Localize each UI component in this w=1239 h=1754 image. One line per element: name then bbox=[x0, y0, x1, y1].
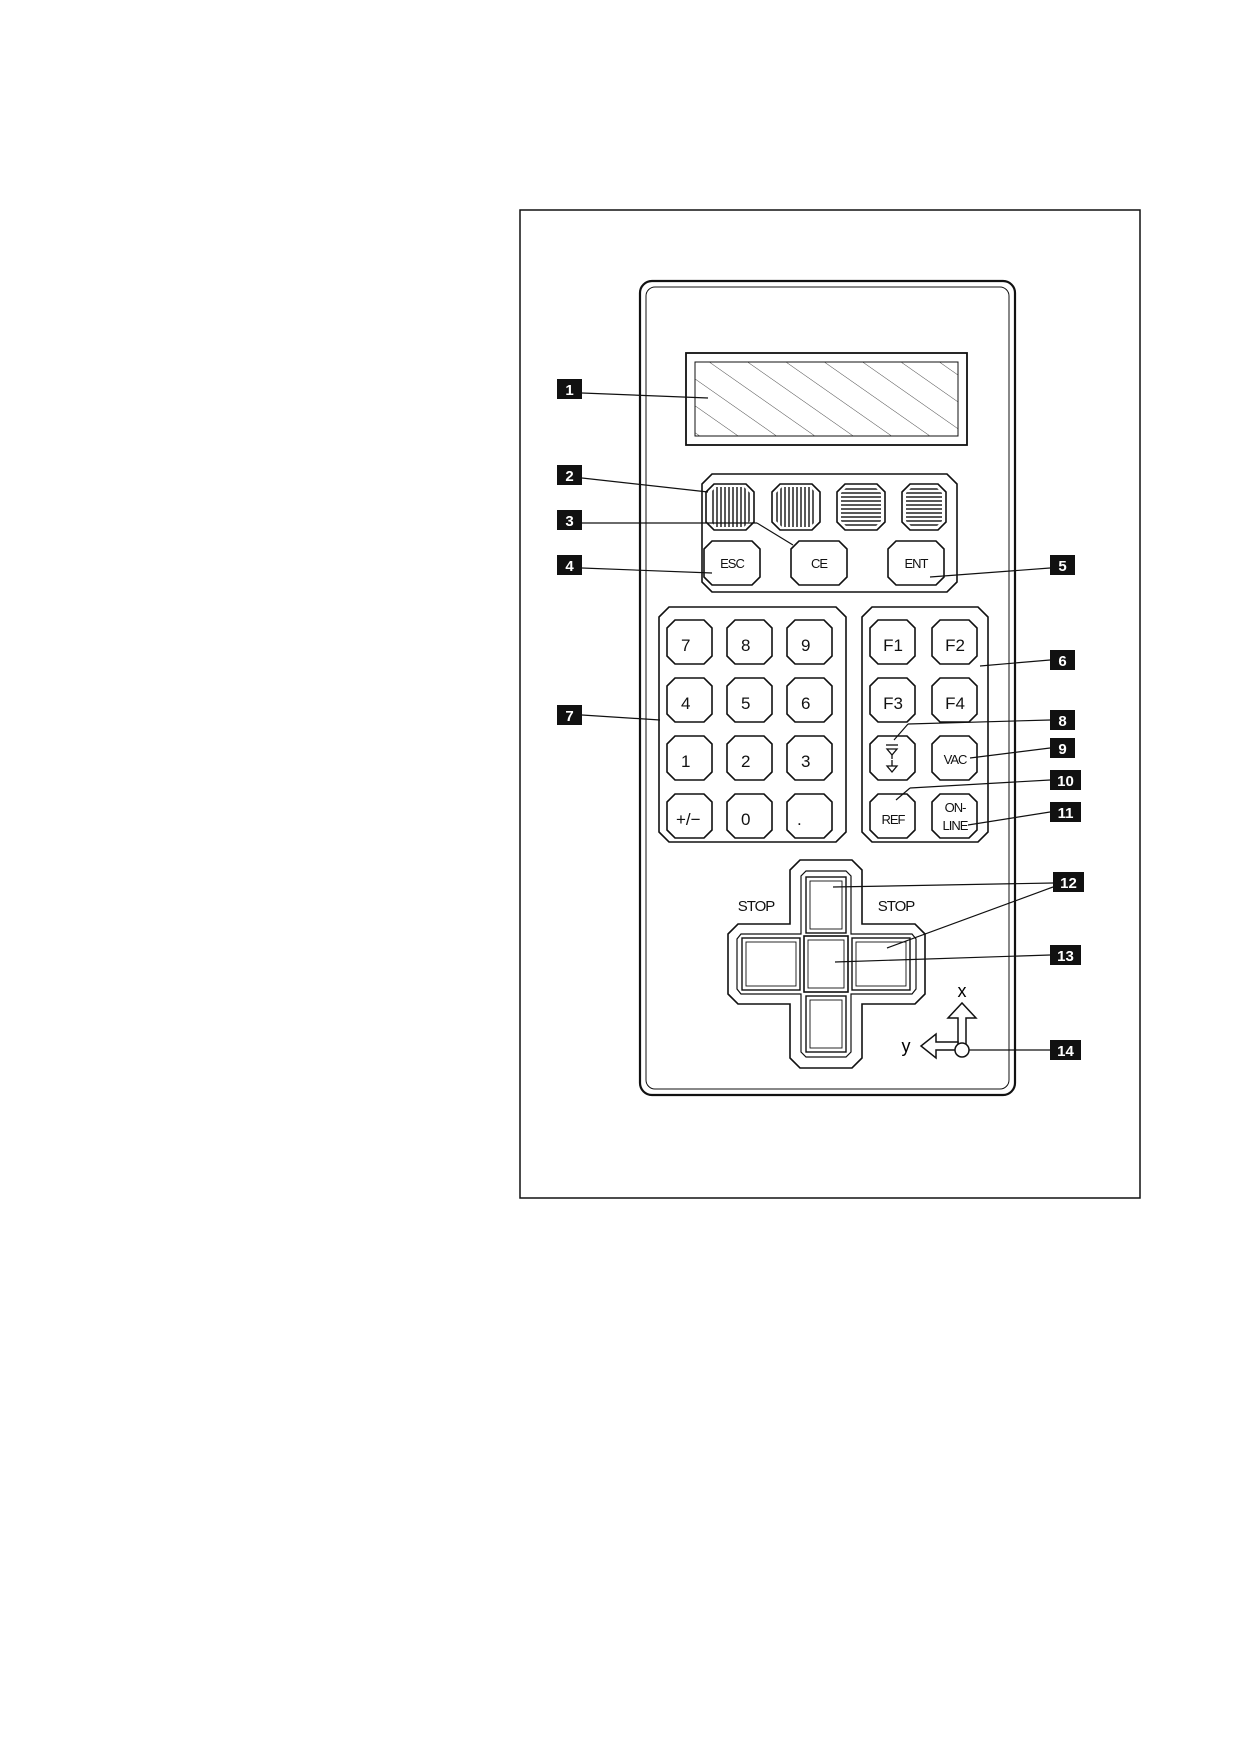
svg-text:ON-: ON- bbox=[945, 800, 967, 815]
svg-text:6: 6 bbox=[1058, 653, 1066, 670]
callout-10: 10 bbox=[1050, 770, 1081, 790]
svg-text:1: 1 bbox=[681, 752, 690, 771]
key-7[interactable]: 7 bbox=[666, 619, 713, 665]
lower-key[interactable] bbox=[869, 735, 916, 781]
svg-text:+/−: +/− bbox=[676, 810, 701, 829]
svg-text:4: 4 bbox=[681, 694, 690, 713]
leader-lines bbox=[581, 392, 1054, 1051]
y-axis-label: y bbox=[902, 1036, 911, 1056]
svg-text:13: 13 bbox=[1057, 948, 1074, 965]
key-plus-minus[interactable]: +/− bbox=[666, 793, 713, 839]
svg-text:1: 1 bbox=[565, 382, 573, 399]
svg-text:F1: F1 bbox=[883, 636, 903, 655]
key-1[interactable]: 1 bbox=[666, 735, 713, 781]
callout-11: 11 bbox=[1050, 802, 1081, 822]
svg-text:.: . bbox=[797, 810, 802, 829]
callout-1: 1 bbox=[557, 379, 582, 399]
hatched-key-3[interactable] bbox=[836, 483, 886, 531]
svg-text:2: 2 bbox=[565, 468, 573, 485]
f1-key[interactable]: F1 bbox=[869, 619, 916, 665]
joystick-cross[interactable] bbox=[727, 859, 926, 1069]
callout-13: 13 bbox=[1050, 945, 1081, 965]
key-6[interactable]: 6 bbox=[786, 677, 833, 723]
x-axis-label: x bbox=[958, 981, 967, 1001]
ent-key-label: ENT bbox=[905, 556, 929, 571]
hatched-key-2[interactable] bbox=[771, 483, 821, 531]
key-3[interactable]: 3 bbox=[786, 735, 833, 781]
ref-key[interactable]: REF bbox=[869, 793, 916, 839]
svg-text:8: 8 bbox=[741, 636, 750, 655]
numeric-keypad-panel bbox=[658, 606, 847, 843]
svg-text:12: 12 bbox=[1060, 875, 1077, 892]
key-9[interactable]: 9 bbox=[786, 619, 833, 665]
jog-up-key[interactable] bbox=[805, 876, 847, 934]
callout-6: 6 bbox=[1050, 650, 1075, 670]
hatched-key-4[interactable] bbox=[901, 483, 947, 531]
svg-text:F2: F2 bbox=[945, 636, 965, 655]
callout-9: 9 bbox=[1050, 738, 1075, 758]
svg-text:F4: F4 bbox=[945, 694, 965, 713]
jog-right-key[interactable] bbox=[851, 937, 911, 991]
jog-left-key[interactable] bbox=[741, 937, 801, 991]
f3-key[interactable]: F3 bbox=[869, 677, 916, 723]
figure-frame bbox=[519, 209, 1141, 1199]
ce-key[interactable]: CE bbox=[790, 540, 848, 586]
svg-text:LINE: LINE bbox=[943, 818, 969, 833]
callout-14: 14 bbox=[1050, 1040, 1081, 1060]
callout-8: 8 bbox=[1050, 710, 1075, 730]
function-key-panel bbox=[861, 606, 989, 843]
svg-text:7: 7 bbox=[681, 636, 690, 655]
svg-text:9: 9 bbox=[801, 636, 810, 655]
callout-12: 12 bbox=[1053, 872, 1084, 892]
key-0[interactable]: 0 bbox=[726, 793, 773, 839]
svg-text:VAC: VAC bbox=[944, 752, 967, 767]
axis-arrows-icon bbox=[919, 1001, 978, 1060]
svg-text:2: 2 bbox=[741, 752, 750, 771]
lower-arrows-icon bbox=[885, 744, 899, 774]
callout-4: 4 bbox=[557, 555, 582, 575]
esc-key-label: ESC bbox=[720, 556, 744, 571]
hatched-key-1[interactable] bbox=[705, 483, 755, 531]
key-8[interactable]: 8 bbox=[726, 619, 773, 665]
callout-7: 7 bbox=[557, 705, 582, 725]
stop-label-left: STOP bbox=[738, 898, 776, 915]
key-5[interactable]: 5 bbox=[726, 677, 773, 723]
jog-center-key[interactable] bbox=[803, 935, 849, 993]
ce-key-label: CE bbox=[811, 556, 828, 571]
esc-key[interactable]: ESC bbox=[703, 540, 761, 586]
svg-text:7: 7 bbox=[565, 708, 573, 725]
callout-5: 5 bbox=[1050, 555, 1075, 575]
svg-text:REF: REF bbox=[882, 812, 906, 827]
key-2[interactable]: 2 bbox=[726, 735, 773, 781]
svg-text:F3: F3 bbox=[883, 694, 903, 713]
ent-key[interactable]: ENT bbox=[887, 540, 945, 586]
svg-text:3: 3 bbox=[565, 513, 573, 530]
device-housing bbox=[638, 279, 1017, 1097]
svg-text:14: 14 bbox=[1057, 1043, 1074, 1060]
vac-key[interactable]: VAC bbox=[931, 735, 978, 781]
svg-text:11: 11 bbox=[1058, 805, 1074, 822]
f4-key[interactable]: F4 bbox=[931, 677, 978, 723]
svg-text:3: 3 bbox=[801, 752, 810, 771]
key-4[interactable]: 4 bbox=[666, 677, 713, 723]
svg-text:8: 8 bbox=[1058, 713, 1066, 730]
svg-text:9: 9 bbox=[1058, 741, 1066, 758]
stop-label-right: STOP bbox=[878, 898, 916, 915]
svg-text:6: 6 bbox=[801, 694, 810, 713]
svg-text:10: 10 bbox=[1057, 773, 1074, 790]
callout-2: 2 bbox=[557, 465, 582, 485]
svg-text:5: 5 bbox=[1058, 558, 1066, 575]
svg-text:4: 4 bbox=[565, 558, 574, 575]
f2-key[interactable]: F2 bbox=[931, 619, 978, 665]
jog-down-key[interactable] bbox=[805, 995, 847, 1053]
callout-3: 3 bbox=[557, 510, 582, 530]
svg-text:0: 0 bbox=[741, 810, 750, 829]
key-decimal-point[interactable]: . bbox=[786, 793, 833, 839]
svg-text:5: 5 bbox=[741, 694, 750, 713]
online-key[interactable]: ON- LINE bbox=[931, 793, 978, 839]
control-key-panel bbox=[701, 473, 958, 593]
lcd-display bbox=[685, 352, 968, 446]
